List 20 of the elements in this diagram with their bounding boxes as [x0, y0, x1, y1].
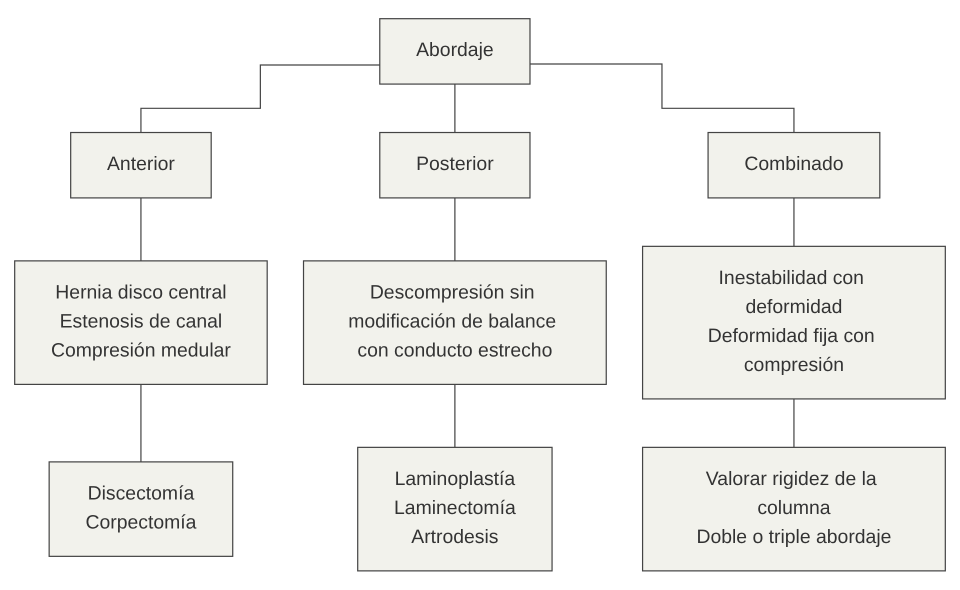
node-box	[642, 446, 946, 572]
connector	[140, 64, 380, 134]
flowchart-drawing: Abordaje Anterior Posterior Combinado Hernia disco central Estenosis de canal Compresión medular Descompresión sin modificación de balance con conducto estrecho Inestabilidad con deformidad Deformidad fija con compresión Discectomía Corpectomía Laminoplastía Laminectomía Artrodesis Valorar rigidez de la columna Doble o triple abordaje	[5, 9, 955, 581]
connector	[530, 64, 795, 134]
connector	[140, 384, 142, 463]
connector	[454, 84, 456, 134]
node-box	[642, 246, 946, 400]
connector	[140, 198, 142, 262]
node-box	[707, 132, 880, 199]
node-box	[357, 446, 553, 572]
node-box	[70, 132, 212, 199]
connector	[793, 398, 795, 448]
node-box	[48, 462, 234, 558]
connector	[454, 198, 456, 262]
node-box	[379, 18, 531, 85]
node-box	[302, 260, 607, 386]
connector	[454, 384, 456, 448]
connector	[793, 198, 795, 248]
node-box	[14, 260, 268, 386]
node-box	[379, 132, 531, 199]
